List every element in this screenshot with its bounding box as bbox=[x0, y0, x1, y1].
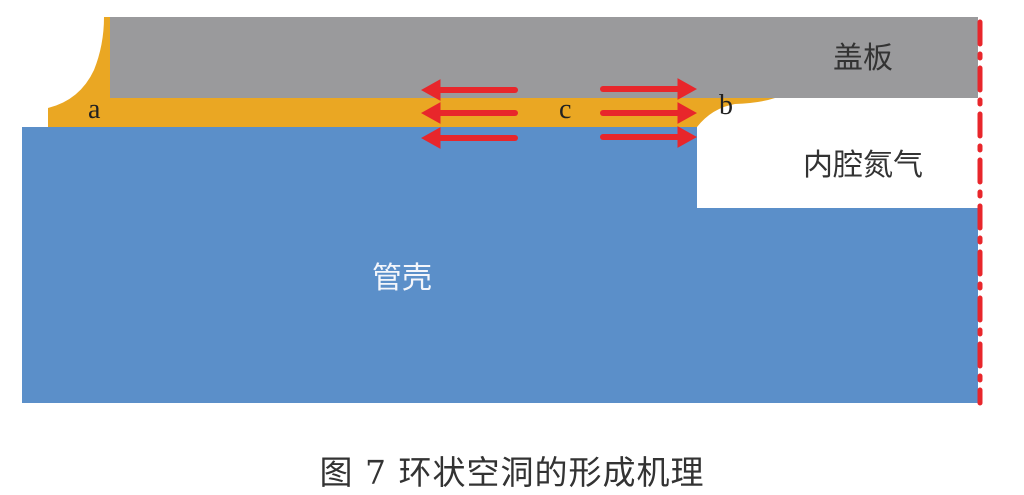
inner-cavity-region bbox=[697, 98, 978, 208]
solder-taper-b bbox=[697, 98, 775, 127]
point-label-c: c bbox=[559, 94, 572, 125]
solder-layer-region bbox=[48, 17, 770, 127]
shell-label: 管壳 bbox=[372, 261, 432, 296]
arrows-right-group bbox=[600, 78, 698, 148]
figure-caption: 图 7 环状空洞的形成机理 bbox=[319, 453, 705, 492]
cover-plate-region bbox=[110, 17, 978, 98]
cover-plate-label: 盖板 bbox=[833, 41, 893, 76]
point-label-a: a bbox=[88, 94, 101, 125]
point-label-b: b bbox=[719, 90, 733, 121]
shell-region bbox=[22, 127, 978, 403]
arrows-left-group bbox=[420, 79, 518, 149]
inner-cavity-label: 内腔氮气 bbox=[803, 148, 923, 183]
